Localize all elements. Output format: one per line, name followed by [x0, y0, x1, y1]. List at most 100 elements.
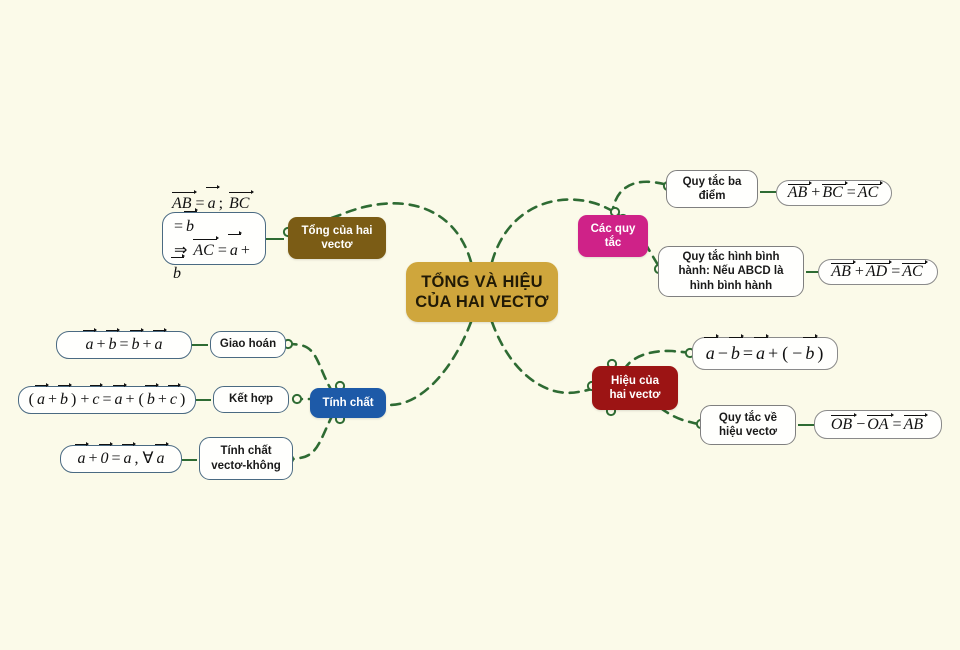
eq-sign: = — [217, 241, 227, 259]
stub-vector-difference — [798, 424, 814, 426]
label-parallelogram-rule[interactable]: Quy tắc hình bình hành: Nếu ABCD là hình… — [658, 246, 804, 297]
label-three-point-rule-line1: Quy tắc ba — [682, 175, 742, 188]
eq-sign: = — [892, 415, 902, 433]
vec-AB: AB — [903, 412, 928, 433]
vec-a: a — [152, 327, 167, 354]
plus-sign: + — [854, 263, 864, 281]
comma: , — [134, 450, 139, 468]
semicolon: ; — [218, 195, 224, 213]
eq-sign: = — [174, 218, 184, 236]
vec-AD: AD — [865, 260, 893, 281]
forall-sign: ∀ — [142, 450, 154, 468]
plus-sign: + — [768, 342, 779, 363]
label-associative[interactable]: Kết hợp — [213, 386, 289, 413]
formula-parallelogram-rule: AB+AD=AC — [818, 259, 938, 285]
vec-a: a — [121, 441, 136, 468]
vec-a: a — [227, 230, 242, 262]
label-parallelogram-rule-line3: hình bình hành — [689, 279, 773, 292]
label-commutative-text: Giao hoán — [219, 338, 277, 351]
label-vector-difference-line1: Quy tắc về — [718, 411, 778, 424]
paren-close: ) — [71, 391, 77, 409]
label-parallelogram-rule-line2: hành: Nếu ABCD là — [678, 265, 784, 278]
label-zero-vector-property[interactable]: Tính chất vectơ-không — [199, 437, 293, 480]
vec-a: a — [703, 334, 719, 363]
branch-rules[interactable]: Các quy tắc — [578, 215, 648, 257]
vec-b: b — [728, 334, 744, 363]
eq-sign: = — [119, 336, 129, 354]
minus-sign: − — [717, 342, 728, 363]
plus-sign: + — [96, 336, 106, 354]
link-central-to-difference — [490, 320, 602, 395]
vec-a: a — [154, 441, 169, 468]
vec-OA: OA — [867, 412, 894, 433]
negative-sign: − — [792, 342, 803, 363]
vec-OB: OB — [830, 412, 858, 433]
formula-sum-of-two-vectors: AB=a; BC=b ⇒ AC=a+b — [162, 184, 266, 282]
eq-sign: = — [846, 184, 856, 202]
branch-difference-label-line2: hai vectơ — [609, 389, 661, 401]
stub-associative — [196, 399, 211, 401]
branch-properties[interactable]: Tính chất — [310, 388, 386, 418]
vec-a: a — [34, 382, 49, 409]
vec-b: b — [129, 327, 144, 354]
vec-a: a — [75, 441, 90, 468]
vec-AC: AC — [857, 181, 884, 202]
paren-close: ) — [180, 391, 186, 409]
vec-AB: AB — [172, 189, 197, 215]
branch-sum-of-two-vectors[interactable]: Tổng của hai vectơ — [288, 217, 386, 259]
central-node[interactable]: TỔNG VÀ HIỆU CỦA HAI VECTƠ — [406, 262, 558, 322]
branch-difference-of-two-vectors[interactable]: Hiệu của hai vectơ — [592, 366, 678, 410]
branch-properties-label: Tính chất — [322, 396, 374, 409]
branch-rules-label-line2: tắc — [604, 237, 622, 249]
formula-three-point-rule: AB+BC=AC — [776, 180, 892, 206]
eq-sign: = — [742, 342, 753, 363]
stub-parallelogram — [806, 271, 820, 273]
vec-c: c — [90, 382, 104, 409]
plus-sign: + — [88, 450, 98, 468]
branch-sum-label-line2: vectơ — [321, 239, 353, 251]
label-three-point-rule[interactable]: Quy tắc ba điểm — [666, 170, 758, 208]
vec-b: b — [803, 334, 819, 363]
vec-b: b — [184, 207, 199, 238]
vec-b: b — [58, 382, 73, 409]
connector-dot — [291, 393, 303, 405]
central-node-line2: CỦA HAI VECTƠ — [415, 293, 549, 311]
vec-b: b — [144, 382, 159, 409]
eq-sign: = — [195, 195, 205, 213]
paren-open: ( — [782, 342, 789, 363]
stub-zero-vector — [182, 459, 197, 461]
minus-sign: − — [856, 415, 866, 433]
label-associative-text: Kết hợp — [229, 393, 273, 406]
eq-sign: = — [891, 263, 901, 281]
paren-close: ) — [817, 342, 824, 363]
link-properties-to-commutative — [287, 342, 335, 395]
plus-sign: + — [47, 391, 58, 409]
vec-b: b — [171, 254, 185, 285]
stub-sum — [266, 238, 284, 240]
plus-sign: + — [240, 241, 250, 259]
branch-difference-label-line1: Hiệu của — [611, 374, 659, 387]
vec-c: c — [167, 382, 182, 409]
vec-zero: 0 — [98, 441, 113, 468]
label-zero-vector-line1: Tính chất — [220, 445, 272, 458]
label-zero-vector-line2: vectơ-không — [211, 459, 281, 472]
vec-a: a — [205, 184, 220, 215]
vec-BC: BC — [229, 189, 256, 215]
central-node-line1: TỔNG VÀ HIỆU — [421, 272, 543, 291]
label-three-point-rule-line2: điểm — [698, 190, 726, 202]
formula-commutative: a+b=b+a — [56, 327, 192, 359]
vec-a: a — [754, 334, 769, 363]
paren-open: ( — [138, 391, 144, 409]
label-commutative[interactable]: Giao hoán — [210, 331, 286, 358]
formula-vector-difference-rule: OB−OA=AB — [814, 410, 942, 439]
eq-sign: = — [111, 450, 121, 468]
label-parallelogram-rule-line1: Quy tắc hình bình — [682, 251, 780, 264]
formula-difference-definition: a−b=a+(−b) — [692, 334, 838, 370]
vec-b: b — [106, 327, 121, 354]
label-vector-difference-line2: hiệu vectơ — [718, 426, 778, 438]
label-vector-difference-rule[interactable]: Quy tắc về hiệu vectơ — [700, 405, 796, 445]
formula-associative: (a+b)+c=a+(b+c) — [18, 382, 196, 414]
plus-sign: + — [125, 391, 135, 409]
